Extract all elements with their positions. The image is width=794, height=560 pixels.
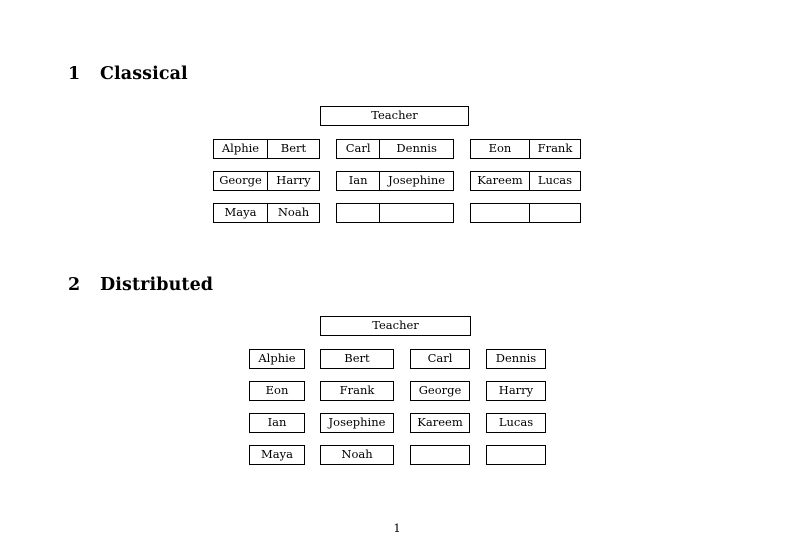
student-box[interactable]: Kareem [410,413,470,433]
student-pair-box[interactable]: Maya Noah [213,203,320,223]
student-box[interactable]: Josephine [320,413,394,433]
student-cell[interactable]: Noah [266,204,319,222]
student-cell[interactable] [471,204,529,222]
student-box-empty[interactable] [486,445,546,465]
student-cell[interactable] [528,204,580,222]
student-cell[interactable]: Frank [528,140,580,158]
student-box[interactable]: Maya [249,445,305,465]
section-title-2: Distributed [100,275,214,295]
student-pair-box[interactable]: Ian Josephine [336,171,454,191]
student-cell[interactable]: Kareem [477,173,523,188]
student-cell[interactable]: Dennis [379,140,453,158]
section-number-2: 2 [68,275,81,295]
student-cell[interactable]: Ian [348,173,368,188]
student-cell[interactable]: Lucas [528,172,580,190]
student-pair-box[interactable]: George Harry [213,171,320,191]
student-cell[interactable] [379,204,453,222]
student-cell[interactable]: George [219,173,262,188]
student-pair-box[interactable]: Alphie Bert [213,139,320,159]
section-heading-classical: 1 Classical [68,64,188,84]
student-box[interactable]: Bert [320,349,394,369]
student-pair-box-empty[interactable] [336,203,454,223]
student-cell[interactable]: Eon [488,141,512,156]
teacher-box-classical[interactable]: Teacher [320,106,469,126]
student-pair-box[interactable]: Eon Frank [470,139,581,159]
student-cell[interactable]: Harry [266,172,319,190]
student-box[interactable]: Harry [486,381,546,401]
student-cell[interactable]: Carl [345,141,371,156]
student-cell[interactable]: Maya [224,205,257,220]
student-cell[interactable] [337,204,379,222]
student-box[interactable]: Noah [320,445,394,465]
student-box[interactable]: Eon [249,381,305,401]
student-box[interactable]: Ian [249,413,305,433]
student-box[interactable]: Frank [320,381,394,401]
student-pair-box[interactable]: Kareem Lucas [470,171,581,191]
student-box[interactable]: Alphie [249,349,305,369]
student-box[interactable]: George [410,381,470,401]
page-number: 1 [393,521,401,535]
student-cell[interactable]: Josephine [379,172,453,190]
teacher-box-distributed[interactable]: Teacher [320,316,471,336]
student-pair-box-empty[interactable] [470,203,581,223]
student-cell[interactable]: Bert [266,140,319,158]
student-pair-box[interactable]: Carl Dennis [336,139,454,159]
student-cell[interactable]: Alphie [221,141,260,156]
student-box[interactable]: Lucas [486,413,546,433]
section-title-1: Classical [100,64,188,84]
student-box-empty[interactable] [410,445,470,465]
student-box[interactable]: Dennis [486,349,546,369]
section-number-1: 1 [68,64,81,84]
section-heading-distributed: 2 Distributed [68,275,213,295]
student-box[interactable]: Carl [410,349,470,369]
